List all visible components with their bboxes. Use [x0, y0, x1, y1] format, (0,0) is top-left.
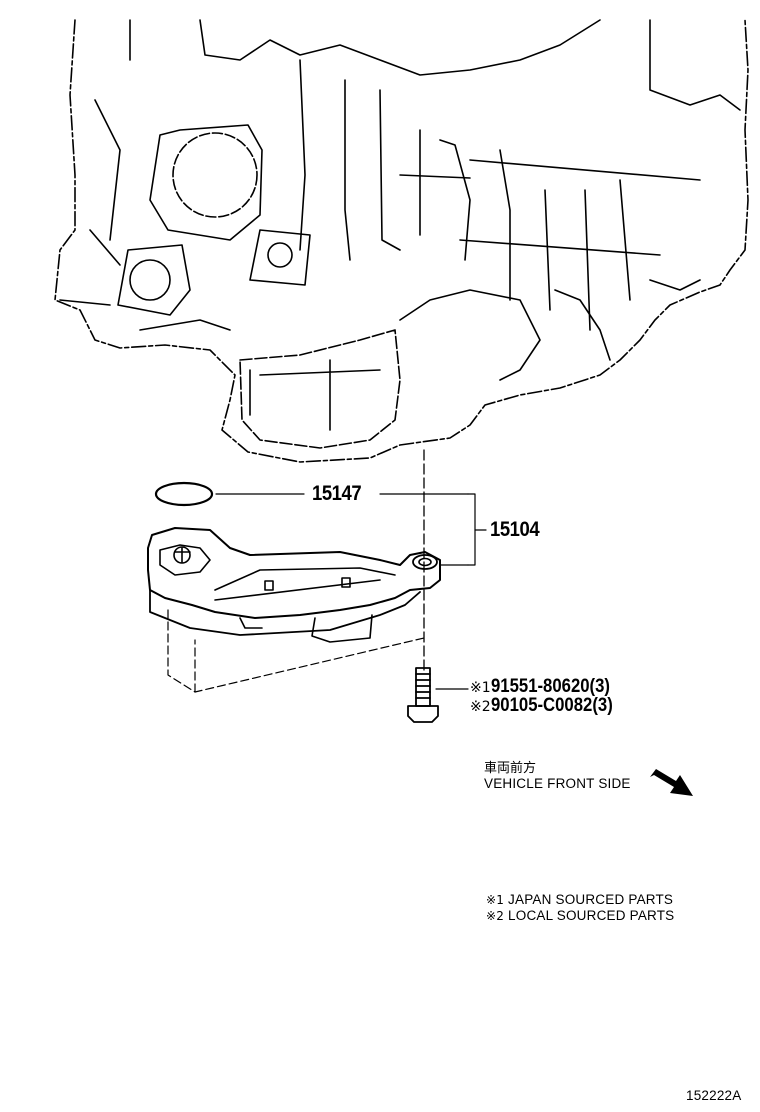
bolt-1-mark: ※1 [470, 680, 491, 696]
part-number-oring: 15147 [312, 482, 362, 505]
bolt-2-number: 90105-C0082(3) [490, 695, 613, 716]
part-number-strainer: 15104 [490, 518, 540, 541]
bolt-2-mark: ※2 [470, 699, 491, 715]
note-1-mark: ※1 [486, 893, 505, 907]
strainer-part [147, 527, 441, 693]
direction-label-english: VEHICLE FRONT SIDE [484, 776, 631, 791]
front-direction-arrow [650, 769, 693, 796]
note-1-text: JAPAN SOURCED PARTS [508, 892, 674, 907]
bolt-part [407, 667, 469, 723]
direction-label-japanese: 車両前方 [484, 761, 537, 776]
note-1: ※1 JAPAN SOURCED PARTS [486, 892, 673, 907]
engine-block [54, 19, 749, 463]
note-2: ※2 LOCAL SOURCED PARTS [486, 908, 674, 923]
figure-id: 152222A [686, 1088, 742, 1103]
bolt-1-number: 91551-80620(3) [490, 676, 610, 697]
bolt-part-number-1: ※191551-80620(3) [470, 676, 626, 698]
oring-part [154, 481, 214, 507]
bolt-part-number-2: ※290105-C0082(3) [470, 695, 629, 717]
note-2-text: LOCAL SOURCED PARTS [508, 908, 675, 923]
note-2-mark: ※2 [486, 909, 505, 923]
